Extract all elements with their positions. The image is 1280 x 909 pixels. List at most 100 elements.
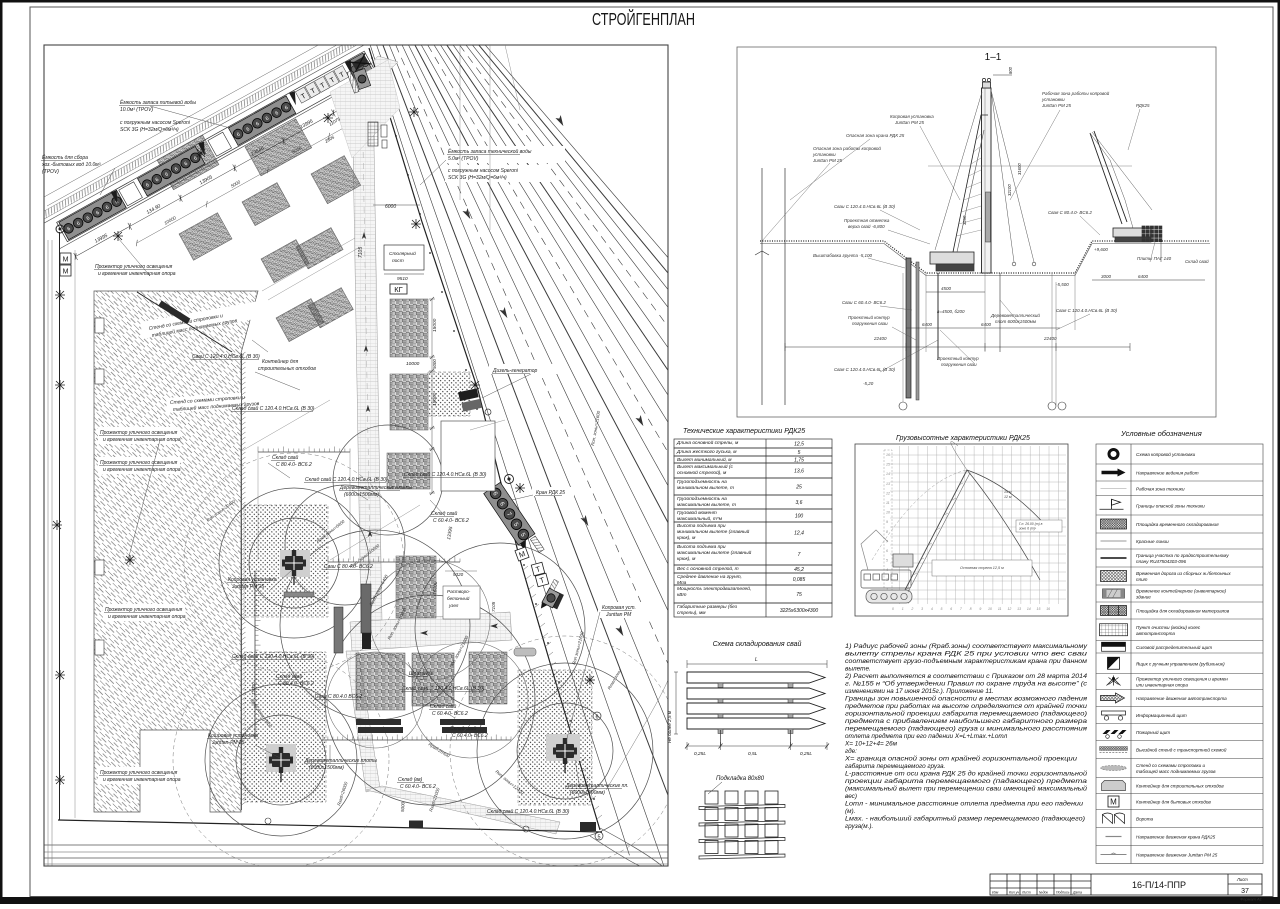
svg-text:Деревометаллические плоты: Деревометаллические плоты xyxy=(304,758,377,764)
svg-text:4500: 4500 xyxy=(941,286,952,291)
svg-text:соответствует грузо-подъемным: соответствует грузо-подъемным характерис… xyxy=(845,657,1088,665)
svg-text:0,25L: 0,25L xyxy=(694,751,706,757)
svg-text:Свая С 120.4.0.НСв.6L (В 30): Свая С 120.4.0.НСв.6L (В 30) xyxy=(834,367,895,372)
svg-text:минимальном вылете (главный: минимальном вылете (главный xyxy=(677,528,750,535)
svg-text:хоз.-бытовых вод 10.0м³: хоз.-бытовых вод 10.0м³ xyxy=(41,162,101,168)
svg-text:6400: 6400 xyxy=(981,322,992,327)
svg-text:Деревометаллические пл.: Деревометаллические пл. xyxy=(565,783,629,789)
svg-text:Копровая установка: Копровая установка xyxy=(890,114,934,119)
svg-text:Рабочая зона работы копровой: Рабочая зона работы копровой xyxy=(1042,90,1110,96)
svg-text:М: М xyxy=(63,269,69,276)
svg-text:1) Радиус рабочей зоны (Rр: 1) Радиус рабочей зоны (Rраб.зоны) соотв… xyxy=(845,642,1088,650)
svg-text:строительных отходов: строительных отходов xyxy=(258,366,316,372)
svg-text:габарита перемещаемого груза.: габарита перемещаемого груза. xyxy=(845,762,945,770)
svg-text:Прожектор уличного освещения: Прожектор уличного освещения xyxy=(100,430,178,436)
svg-text:7105: 7105 xyxy=(358,247,364,258)
svg-text:9: 9 xyxy=(886,520,888,524)
svg-text:Дата: Дата xyxy=(1072,891,1082,895)
svg-text:14 м: 14 м xyxy=(1004,490,1012,494)
svg-text:Длина основной стрелы, м: Длина основной стрелы, м xyxy=(676,439,739,446)
svg-text:Габаритные размеры (без: Габаритные размеры (без xyxy=(677,604,738,610)
svg-text:здание: здание xyxy=(1135,595,1151,600)
svg-text:6400: 6400 xyxy=(1138,274,1149,279)
svg-text:М: М xyxy=(63,257,69,264)
svg-text:SCK 3G (Н=32м/Q=6м³/ч): SCK 3G (Н=32м/Q=6м³/ч) xyxy=(448,175,507,181)
svg-text:Красные линии: Красные линии xyxy=(1136,539,1169,544)
svg-text:10: 10 xyxy=(886,511,890,515)
svg-text:1,75: 1,75 xyxy=(794,458,804,464)
svg-text:Площадка для складирования мат: Площадка для складирования материалов xyxy=(1136,609,1230,614)
svg-text:Склад свай С 120.4.0.НСв.6L (: Склад свай С 120.4.0.НСв.6L (В 30) xyxy=(404,471,487,478)
svg-text:3250: 3250 xyxy=(962,215,967,225)
svg-text:плану RU47504303-096: плану RU47504303-096 xyxy=(1136,559,1186,564)
svg-text:максимальный, т*м: максимальный, т*м xyxy=(677,515,723,522)
svg-text:15: 15 xyxy=(1037,607,1041,611)
svg-text:12000: 12000 xyxy=(251,682,256,695)
svg-text:+9,600: +9,600 xyxy=(1094,247,1108,252)
svg-text:Границы зон повышенной опас: Границы зон повышенной опасности в места… xyxy=(845,695,1088,703)
svg-text:Грузоподъемность на: Грузоподъемность на xyxy=(677,496,727,502)
svg-text:максимальном вылете (главный: максимальном вылете (главный xyxy=(677,549,752,556)
svg-text:Прожектор уличного освещения: Прожектор уличного освещения xyxy=(100,460,178,466)
svg-text:Проектная отметка: Проектная отметка xyxy=(844,218,890,223)
svg-text:Границы опасной зоны техники: Границы опасной зоны техники xyxy=(1136,502,1205,508)
svg-text:Технические характеристики РДК: Технические характеристики РДК25 xyxy=(683,428,805,435)
svg-text:Вес с основной стрелой, т: Вес с основной стрелой, т xyxy=(677,565,739,572)
svg-text:10000: 10000 xyxy=(406,361,420,367)
svg-text:предметов при работах на в: предметов при работах на высоте определя… xyxy=(845,702,1087,710)
svg-text:Копровая уст.: Копровая уст. xyxy=(602,605,636,611)
svg-text:12 м: 12 м xyxy=(1004,495,1012,499)
svg-text:максимальном вылете, т: максимальном вылете, т xyxy=(677,503,736,508)
svg-text:Условные обозначения: Условные обозначения xyxy=(1120,429,1202,438)
svg-text:Деревометаллический: Деревометаллический xyxy=(990,312,1040,318)
svg-text:установки: установки xyxy=(1041,97,1065,102)
svg-text:22400: 22400 xyxy=(1043,336,1057,341)
svg-text:Вылет минимальный, м: Вылет минимальный, м xyxy=(677,456,732,463)
svg-text:22400: 22400 xyxy=(873,336,887,341)
svg-text:15: 15 xyxy=(886,463,890,467)
svg-text:Свая С 80.4.0- ВС6.2: Свая С 80.4.0- ВС6.2 xyxy=(1048,210,1092,215)
svg-text:10.0м³ (ТРОV): 10.0м³ (ТРОV) xyxy=(120,107,153,113)
svg-text:Кошровая установка: Кошровая установка xyxy=(208,733,258,739)
svg-text:основной стрелой), м: основной стрелой), м xyxy=(677,469,727,476)
svg-text:3: 3 xyxy=(921,607,923,611)
svg-text:9510: 9510 xyxy=(397,276,408,282)
svg-text:-5,20: -5,20 xyxy=(863,381,874,386)
svg-text:Направление движения крана РДК: Направление движения крана РДК25 xyxy=(1136,835,1216,840)
svg-text:крюк), м: крюк), м xyxy=(677,535,696,541)
svg-text:Опасная зона крана РДК 25: Опасная зона крана РДК 25 xyxy=(846,133,905,138)
svg-text:Сваи С 120.4.0.НСв.6L (В 30): Сваи С 120.4.0.НСв.6L (В 30) xyxy=(192,354,260,360)
svg-text:X= граница опасной зоны от: X= граница опасной зоны от крайней гориз… xyxy=(844,755,1078,763)
svg-text:погружения сваи: погружения сваи xyxy=(941,362,977,367)
svg-text:7105: 7105 xyxy=(491,601,496,612)
svg-text:автотранспорта: автотранспорта xyxy=(1136,631,1175,636)
svg-text:Пожарный щит: Пожарный щит xyxy=(1136,729,1170,735)
svg-text:С 60.4.0- ВС6.2: С 60.4.0- ВС6.2 xyxy=(452,733,488,739)
svg-text:5: 5 xyxy=(597,835,600,841)
svg-text:пост: пост xyxy=(392,259,404,264)
svg-text:6: 6 xyxy=(595,715,598,721)
svg-text:Направление движения Junttan Р: Направление движения Junttan РМ 25 xyxy=(1136,853,1218,858)
svg-text:погружения сваи: погружения сваи xyxy=(852,321,888,326)
svg-text:таблицей масс поднимаемых груз: таблицей масс поднимаемых грузов xyxy=(1136,768,1216,774)
svg-text:Мпа: Мпа xyxy=(677,580,687,586)
svg-text:12: 12 xyxy=(886,491,890,495)
svg-text:Выездной стенд с транспортной: Выездной стенд с транспортной схемой xyxy=(1136,747,1227,753)
svg-text:Вылет максимальный (с: Вылет максимальный (с xyxy=(677,463,734,470)
svg-text:Склад свай: Склад свай xyxy=(430,703,457,710)
svg-text:проекции габарита пе: проекции габарита перемещаемого (падающе… xyxy=(845,777,1088,785)
svg-text:SCK 3G (Н=32м/Q=6м³/ч): SCK 3G (Н=32м/Q=6м³/ч) xyxy=(120,127,179,133)
svg-text:6400: 6400 xyxy=(922,322,933,327)
svg-text:кВт: кВт xyxy=(677,592,686,598)
svg-text:Временное контейнерное (инвен: Временное контейнерное (инвентарное) xyxy=(1136,588,1227,594)
svg-text:14: 14 xyxy=(1027,607,1031,611)
svg-text:(максимальный вылет при пер: (максимальный вылет при перемещении сваи… xyxy=(845,785,1087,793)
svg-text:4: 4 xyxy=(931,607,933,611)
svg-text:6: 6 xyxy=(886,549,888,553)
svg-text:13: 13 xyxy=(1017,607,1021,611)
svg-text:5.0м³ (ТРОV): 5.0м³ (ТРОV) xyxy=(448,156,479,162)
svg-text:или инвентарная опора: или инвентарная опора xyxy=(1136,683,1188,688)
svg-text:3000: 3000 xyxy=(1101,274,1112,279)
svg-text:Стенд со схемами строповки и: Стенд со схемами строповки и xyxy=(1136,763,1205,768)
svg-text:С 80.4.0- ВС6.2: С 80.4.0- ВС6.2 xyxy=(278,681,314,687)
